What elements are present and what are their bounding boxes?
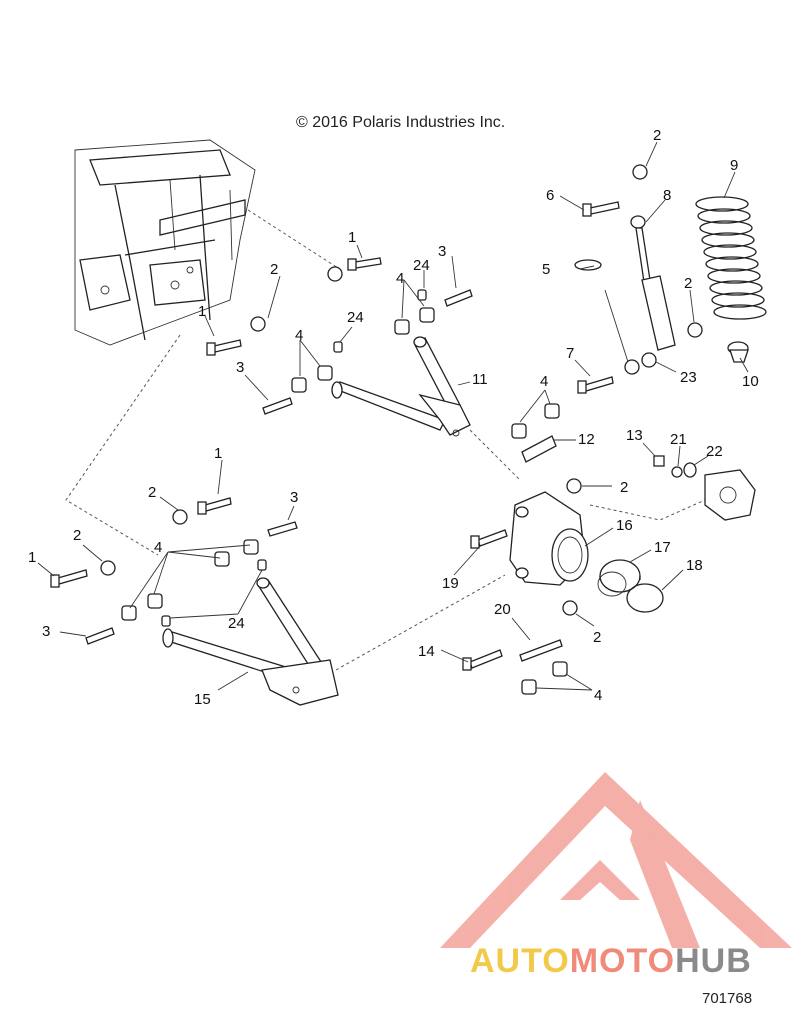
watermark-auto: AUTO xyxy=(470,942,570,980)
callout-16: 16 xyxy=(616,517,633,534)
watermark-moto: MOTO xyxy=(569,942,676,980)
callout-1: 1 xyxy=(214,445,222,462)
watermark-hub: HUB xyxy=(675,942,752,980)
callout-24: 24 xyxy=(228,615,245,632)
callout-1: 1 xyxy=(348,229,356,246)
callout-6: 6 xyxy=(546,187,554,204)
frame-assembly xyxy=(74,139,256,346)
callout-21: 21 xyxy=(670,431,687,448)
callout-labels: 1 2 3 24 4 1 24 4 3 11 4 7 12 13 21 22 2… xyxy=(28,127,759,708)
callout-2: 2 xyxy=(593,629,601,646)
callout-19: 19 xyxy=(442,575,459,592)
leader-lines xyxy=(37,141,749,691)
wheel-bearing xyxy=(597,559,641,597)
callout-2: 2 xyxy=(653,127,661,144)
hardware xyxy=(50,164,703,695)
callout-2: 2 xyxy=(270,261,278,278)
callout-4: 4 xyxy=(396,270,404,287)
callout-17: 17 xyxy=(654,539,671,556)
bearing-carrier xyxy=(509,491,589,586)
callout-12: 12 xyxy=(578,431,595,448)
callout-10: 10 xyxy=(742,373,759,390)
callout-8: 8 xyxy=(663,187,671,204)
callout-23: 23 xyxy=(680,369,697,386)
callout-2: 2 xyxy=(620,479,628,496)
callout-24: 24 xyxy=(413,257,430,274)
callout-24: 24 xyxy=(347,309,364,326)
callout-3: 3 xyxy=(438,243,446,260)
callout-1: 1 xyxy=(28,549,36,566)
document-number: 701768 xyxy=(702,990,753,1007)
callout-4: 4 xyxy=(594,687,602,704)
coil-spring xyxy=(695,196,767,320)
lower-a-arm xyxy=(162,577,339,706)
callout-13: 13 xyxy=(626,427,643,444)
callout-3: 3 xyxy=(236,359,244,376)
callout-2: 2 xyxy=(684,275,692,292)
callout-2: 2 xyxy=(148,484,156,501)
callout-18: 18 xyxy=(686,557,703,574)
callout-20: 20 xyxy=(494,601,511,618)
callout-7: 7 xyxy=(566,345,574,362)
retaining-ring xyxy=(626,583,664,613)
upper-a-arm xyxy=(331,336,471,437)
callout-9: 9 xyxy=(730,157,738,174)
brake-caliper xyxy=(704,469,756,521)
watermark-text: AUTOMOTOHUB xyxy=(470,942,752,981)
shock-absorber xyxy=(604,215,676,375)
watermark-logo xyxy=(440,772,792,948)
callout-4: 4 xyxy=(295,327,303,344)
callout-5: 5 xyxy=(542,261,550,278)
callout-4: 4 xyxy=(540,373,548,390)
alignment-lines xyxy=(65,209,706,671)
callout-1: 1 xyxy=(198,303,206,320)
callout-2: 2 xyxy=(73,527,81,544)
spring-retainer xyxy=(727,341,749,363)
callout-15: 15 xyxy=(194,691,211,708)
callout-3: 3 xyxy=(42,623,50,640)
callout-14: 14 xyxy=(418,643,435,660)
copyright-notice: © 2016 Polaris Industries Inc. xyxy=(296,114,506,131)
callout-4: 4 xyxy=(154,539,162,556)
callout-3: 3 xyxy=(290,489,298,506)
callout-22: 22 xyxy=(706,443,723,460)
callout-11: 11 xyxy=(472,371,488,388)
